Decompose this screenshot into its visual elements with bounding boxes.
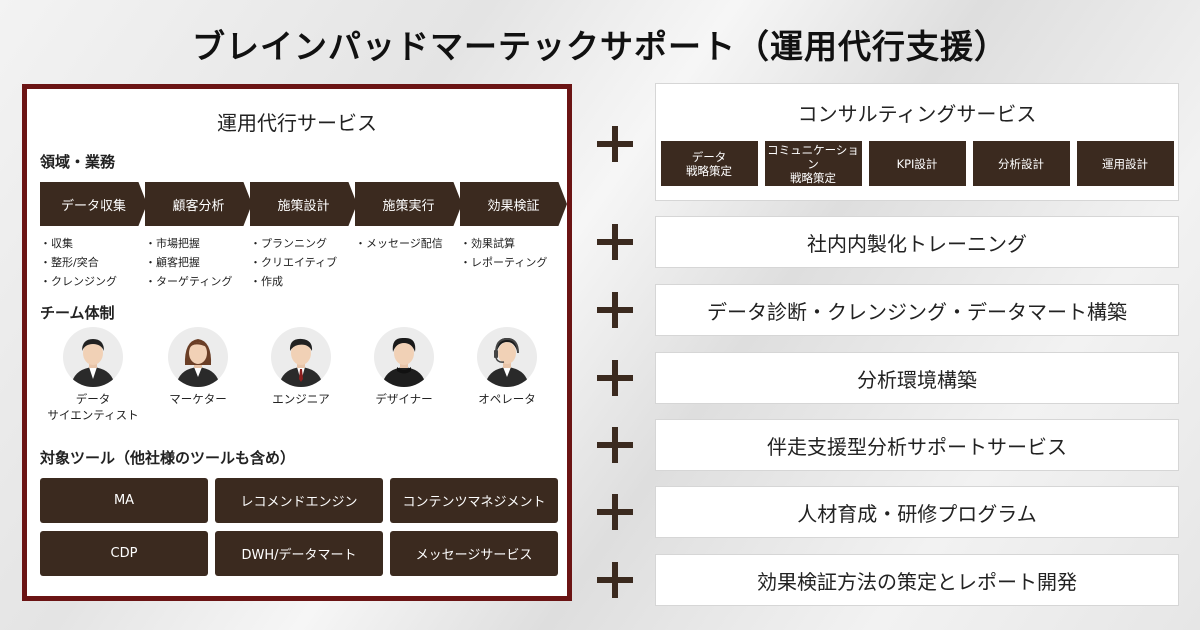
operator-avatar-icon <box>477 327 537 387</box>
bullet-item: ・効果試算 <box>460 237 515 250</box>
member-name-line1: デザイナー <box>375 392 433 406</box>
service-talent-development: 人材育成・研修プログラム <box>655 486 1179 538</box>
stage-bullets-data-collection: ・収集 ・整形/突合 ・クレンジング <box>40 234 117 291</box>
bullet-item: ・レポーティング <box>460 256 548 269</box>
sub-line2: 戦略策定 <box>790 170 836 185</box>
stage-bullets-effect-verification: ・効果試算 ・レポーティング <box>460 234 547 272</box>
designer-avatar-icon <box>374 327 434 387</box>
bullet-item: ・収集 <box>40 237 73 250</box>
stage-bullets-measure-execution: ・メッセージ配信 <box>355 234 443 253</box>
operations-title: 運用代行サービス <box>217 111 377 135</box>
service-analysis-support: 伴走支援型分析サポートサービス <box>655 419 1179 471</box>
plus-icon <box>597 562 633 598</box>
member-name-line2: サイエンティスト <box>47 408 139 422</box>
service-effect-verification-report: 効果検証方法の策定とレポート開発 <box>655 554 1179 606</box>
stage-bullets-customer-analysis: ・市場把握 ・顧客把握 ・ターゲティング <box>145 234 232 291</box>
bullet-item: ・整形/突合 <box>40 256 99 269</box>
tool-content-management: コンテンツマネジメント <box>390 478 558 523</box>
bullet-item: ・メッセージ配信 <box>355 237 443 250</box>
page-title: ブレインパッドマーテックサポート（運用代行支援） <box>192 27 1008 66</box>
consulting-service-box: コンサルティングサービス データ戦略策定 コミュニケーション戦略策定 KPI設計… <box>655 83 1179 201</box>
sub-line2: 戦略策定 <box>686 163 732 178</box>
domain-label: 領域・業務 <box>40 153 116 171</box>
stage-data-collection: データ収集 <box>40 182 147 226</box>
bullet-item: ・作成 <box>250 275 283 288</box>
consulting-sub-data-strategy: データ戦略策定 <box>660 141 758 186</box>
tool-dwh-datamart: DWH/データマート <box>215 531 383 576</box>
consulting-sub-kpi-design: KPI設計 <box>868 141 966 186</box>
engineer-avatar-icon <box>271 327 331 387</box>
sub-line1: KPI設計 <box>896 156 938 171</box>
service-analysis-environment: 分析環境構築 <box>655 352 1179 404</box>
stage-effect-verification: 効果検証 <box>460 182 567 226</box>
operations-panel: 運用代行サービス 領域・業務 データ収集 顧客分析 施策設計 施策実行 効果検証… <box>22 84 572 601</box>
plus-icon <box>597 427 633 463</box>
plus-icon <box>597 224 633 260</box>
consulting-sub-list: データ戦略策定 コミュニケーション戦略策定 KPI設計 分析設計 運用設計 <box>660 141 1174 186</box>
plus-icon <box>597 292 633 328</box>
tools-label: 対象ツール（他社様のツールも含め） <box>40 449 296 467</box>
team-member-designer: デザイナー <box>354 327 454 407</box>
member-name-line1: オペレータ <box>478 392 536 406</box>
team-member-operator: オペレータ <box>457 327 557 407</box>
sub-line1: コミュニケーション <box>767 142 859 171</box>
consulting-sub-operation-design: 運用設計 <box>1076 141 1174 186</box>
consulting-sub-analysis-design: 分析設計 <box>972 141 1070 186</box>
service-data-diagnosis: データ診断・クレンジング・データマート構築 <box>655 284 1179 336</box>
sub-line1: データ <box>691 149 727 164</box>
marketer-avatar-icon <box>168 327 228 387</box>
bullet-item: ・ターゲティング <box>145 275 233 288</box>
team-member-marketer: マーケター <box>148 327 248 407</box>
plus-icon <box>597 360 633 396</box>
bullet-item: ・プランニング <box>250 237 327 250</box>
tool-recommend-engine: レコメンドエンジン <box>215 478 383 523</box>
stage-bullets-measure-design: ・プランニング ・クリエイティブ ・作成 <box>250 234 337 291</box>
plus-icon <box>597 494 633 530</box>
bullet-item: ・顧客把握 <box>145 256 200 269</box>
bullet-item: ・市場把握 <box>145 237 200 250</box>
team-label: チーム体制 <box>40 304 115 322</box>
consulting-sub-communication-strategy: コミュニケーション戦略策定 <box>764 141 862 186</box>
sub-line1: 運用設計 <box>1102 156 1148 171</box>
tool-message-service: メッセージサービス <box>390 531 558 576</box>
stage-customer-analysis: 顧客分析 <box>145 182 252 226</box>
bullet-item: ・クレンジング <box>40 275 117 288</box>
tool-cdp: CDP <box>40 531 208 576</box>
member-name-line1: データ <box>75 392 111 406</box>
plus-icon <box>597 126 633 162</box>
sub-line1: 分析設計 <box>998 156 1044 171</box>
consulting-title: コンサルティングサービス <box>797 102 1037 126</box>
team-member-data-scientist: データ サイエンティスト <box>43 327 143 423</box>
bullet-item: ・クリエイティブ <box>250 256 338 269</box>
member-name-line1: エンジニア <box>272 392 330 406</box>
service-inhouse-training: 社内内製化トレーニング <box>655 216 1179 268</box>
member-name-line1: マーケター <box>169 392 227 406</box>
stage-measure-execution: 施策実行 <box>355 182 462 226</box>
data-scientist-avatar-icon <box>63 327 123 387</box>
tool-ma: MA <box>40 478 208 523</box>
stage-measure-design: 施策設計 <box>250 182 357 226</box>
team-member-engineer: エンジニア <box>251 327 351 407</box>
